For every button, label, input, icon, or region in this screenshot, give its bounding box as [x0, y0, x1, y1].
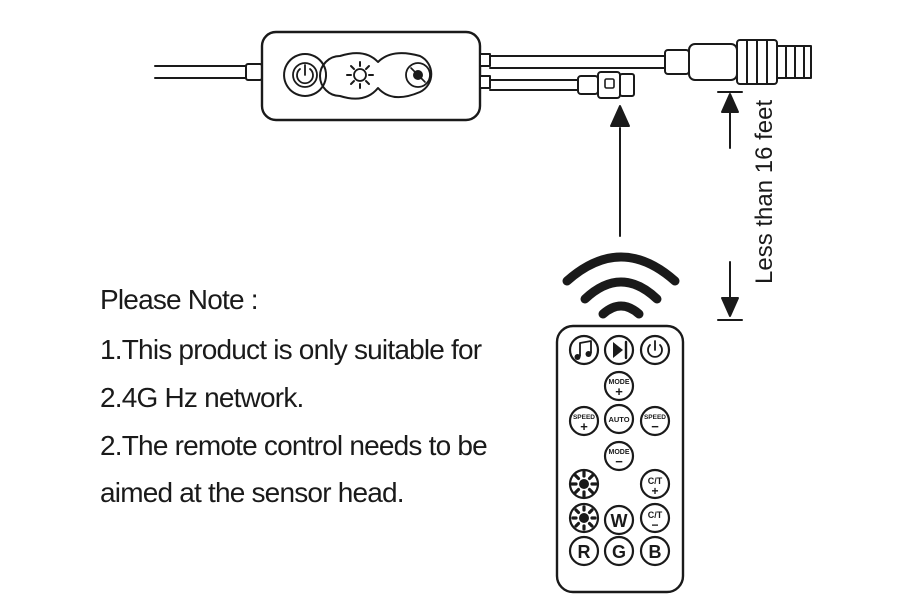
svg-text:MODE: MODE: [609, 379, 630, 386]
ct-minus-button: C/T −: [639, 502, 671, 534]
inline-controller: [260, 30, 482, 122]
dc-connector: [664, 39, 812, 85]
svg-text:SPEED: SPEED: [573, 414, 595, 421]
power-button: [639, 334, 671, 366]
note-title: Please Note :: [100, 284, 259, 315]
brightness-up-button: [568, 468, 600, 500]
note-line-3: 2.The remote control needs to be: [100, 430, 488, 461]
speed-minus-button: SPEED −: [639, 405, 671, 437]
input-cable: [154, 63, 263, 81]
distance-dimension: [717, 91, 743, 321]
note-line-4: aimed at the sensor head.: [100, 477, 405, 508]
play-pause-button: [603, 334, 635, 366]
speed-plus-button: SPEED +: [568, 405, 600, 437]
distance-label: Less than 16 feet: [751, 100, 778, 284]
ct-plus-button: C/T +: [639, 468, 671, 500]
svg-text:MODE: MODE: [609, 449, 630, 456]
ir-sensor-head: [577, 71, 635, 99]
svg-text:R: R: [578, 542, 591, 562]
note-line-2: 2.4G Hz network.: [100, 382, 304, 413]
controller-power-icon: [292, 62, 318, 88]
svg-text:W: W: [611, 511, 628, 531]
svg-text:−: −: [651, 518, 658, 532]
svg-text:C/T: C/T: [648, 476, 663, 486]
svg-text:−: −: [651, 419, 659, 434]
ir-signal-icon: [562, 252, 680, 319]
svg-text:G: G: [612, 542, 626, 562]
green-button: G: [603, 535, 635, 567]
music-button: [568, 334, 600, 366]
note-line-1: 1.This product is only suitable for: [100, 334, 482, 365]
white-button: W: [603, 504, 635, 536]
mode-minus-button: MODE −: [603, 440, 635, 472]
remote-control: MODE + SPEED + AUTO SPEED − MODE −: [555, 324, 685, 594]
svg-text:SPEED: SPEED: [644, 414, 666, 421]
svg-text:AUTO: AUTO: [608, 415, 629, 424]
controller-color-icon: [405, 62, 431, 88]
svg-text:C/T: C/T: [648, 510, 663, 520]
controller-brightness-icon: [346, 61, 374, 89]
svg-text:+: +: [615, 384, 623, 399]
ir-sensor-cable: [479, 75, 579, 91]
svg-text:−: −: [615, 454, 623, 469]
auto-button: AUTO: [603, 403, 635, 435]
svg-text:+: +: [580, 419, 588, 434]
brightness-down-button: [568, 502, 600, 534]
mode-plus-button: MODE +: [603, 370, 635, 402]
svg-text:+: +: [651, 484, 658, 498]
output-cable: [479, 53, 666, 69]
red-button: R: [568, 535, 600, 567]
blue-button: B: [639, 535, 671, 567]
aim-arrow: [610, 105, 630, 237]
svg-text:B: B: [649, 542, 662, 562]
